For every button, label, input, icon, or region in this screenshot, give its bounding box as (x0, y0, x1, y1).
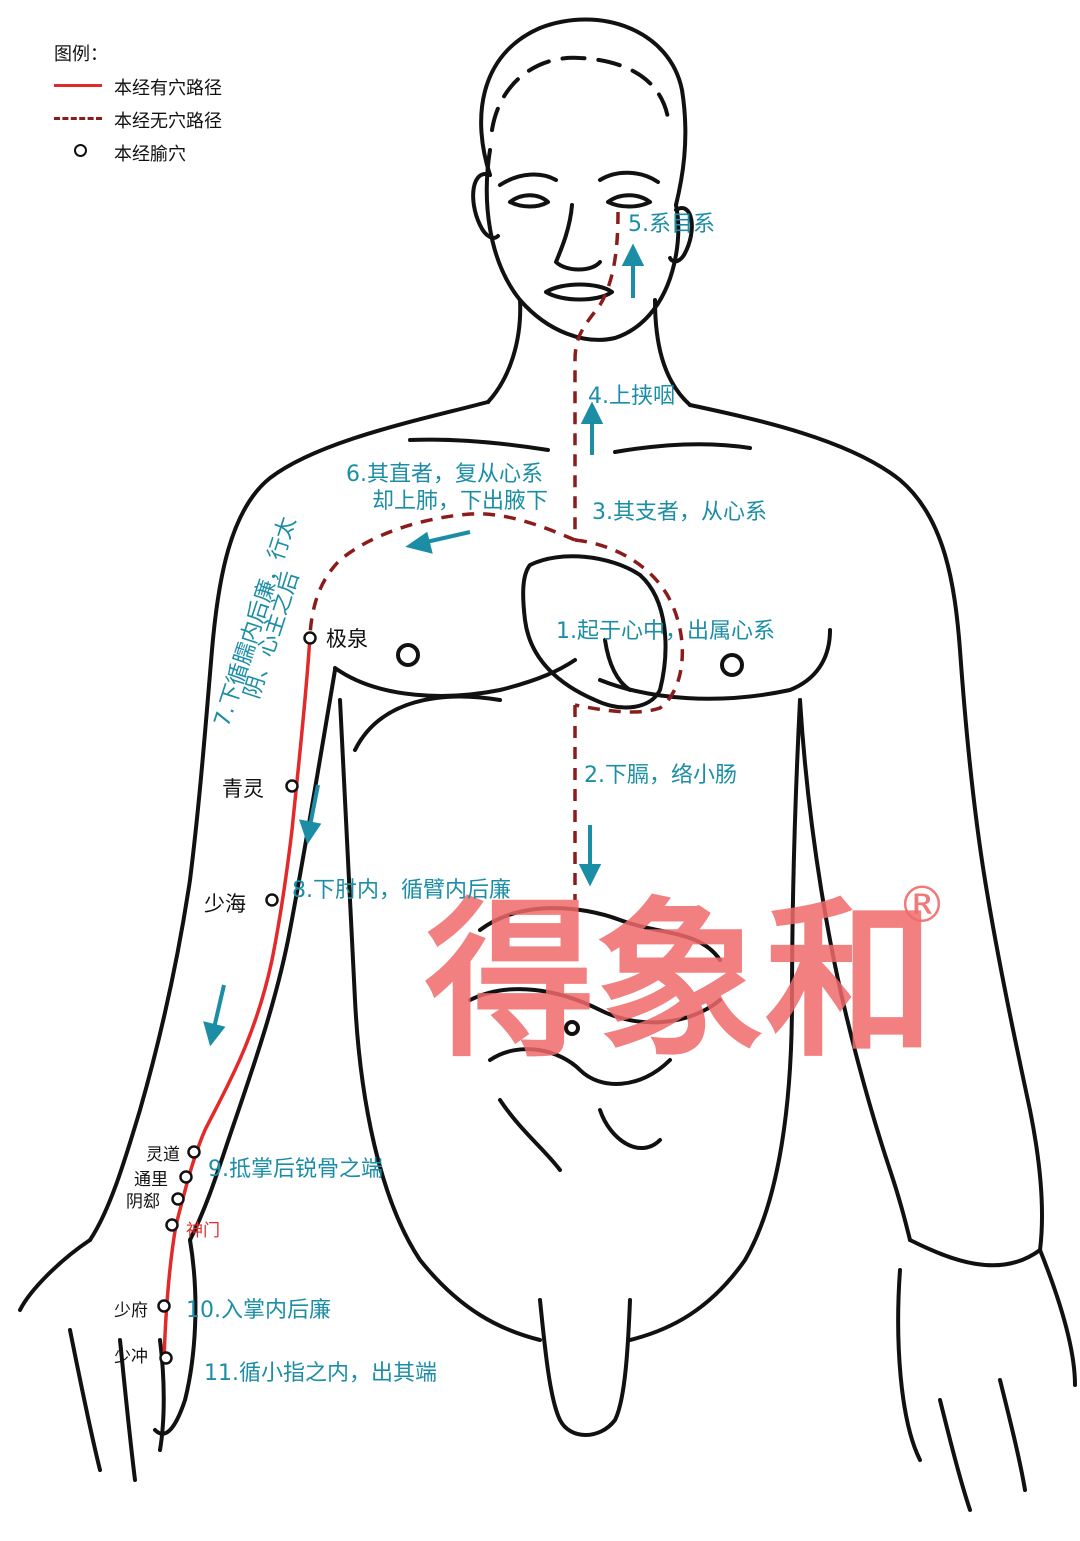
step-2-label: 2.下膈，络小肠 (584, 763, 737, 788)
point-yinxi-label: 阴郄 (126, 1192, 160, 1212)
step-6-line1: 6.其直者，复从心系 (346, 462, 543, 487)
legend-solid-label: 本经有穴路径 (114, 78, 222, 99)
step-4-label: 4.上挟咽 (588, 384, 675, 409)
arrow-up-eye (621, 243, 645, 298)
step-11-label: 11.循小指之内，出其端 (204, 1361, 437, 1386)
point-shaofu-label: 少府 (114, 1301, 148, 1321)
point-lingdao-label: 灵道 (146, 1145, 180, 1165)
point-shenmen-label: 神门 (186, 1221, 220, 1241)
point-shaochong-label: 少冲 (114, 1347, 148, 1367)
solid-meridian-path (162, 635, 312, 1361)
step-8-label: 8.下肘内，循臂内后廉 (292, 878, 511, 903)
acupoint-markers (157, 631, 317, 1365)
legend-dot-row: 本经腧穴 (54, 140, 294, 165)
step-3-label: 3.其支者，从心系 (592, 500, 767, 525)
point-jiquan-marker (303, 631, 317, 645)
legend-dashed-label: 本经无穴路径 (114, 111, 222, 132)
point-tongli-marker (179, 1170, 193, 1184)
point-qingling-label: 青灵 (222, 777, 264, 801)
legend-solid-row: 本经有穴路径 (54, 74, 294, 99)
legend-dashed-swatch (54, 117, 102, 120)
dashed-meridian-path (308, 211, 685, 900)
legend-dashed-row: 本经无穴路径 (54, 107, 294, 132)
point-shaochong-marker (159, 1351, 173, 1365)
legend-dot-label: 本经腧穴 (114, 144, 186, 165)
legend-title: 图例： (54, 44, 108, 65)
point-qingling-marker (285, 779, 299, 793)
step-10-label: 10.入掌内后廉 (186, 1298, 331, 1323)
arrow-down-forearm (203, 984, 226, 1047)
point-lingdao-marker (187, 1145, 201, 1159)
arrow-left-chest (405, 530, 471, 554)
step-9-label: 9.抵掌后锐骨之端 (208, 1157, 383, 1182)
watermark-logo: 得象和 (425, 881, 935, 1081)
point-yinxi-marker (171, 1192, 185, 1206)
point-shaohai-marker (265, 893, 279, 907)
point-jiquan-label: 极泉 (326, 627, 368, 651)
direction-arrows (203, 243, 645, 1047)
watermark-registered-mark: ® (897, 876, 947, 934)
arrow-down-abdomen (578, 825, 602, 887)
point-tongli-label: 通里 (134, 1170, 168, 1190)
point-shaofu-marker (157, 1299, 171, 1313)
arrow-down-upperarm (299, 784, 322, 845)
arrow-up-throat (580, 401, 604, 455)
point-shenmen-marker (165, 1218, 179, 1232)
legend-dot-swatch (74, 144, 87, 157)
step-1-label: 1.起于心中，出属心系 (556, 619, 775, 644)
point-shaohai-label: 少海 (204, 892, 246, 916)
step-6-line2: 却上肺，下出腋下 (372, 489, 549, 514)
legend-solid-swatch (54, 84, 102, 87)
step-5-label: 5.系目系 (628, 212, 715, 237)
body-outline (18, 17, 1077, 1512)
